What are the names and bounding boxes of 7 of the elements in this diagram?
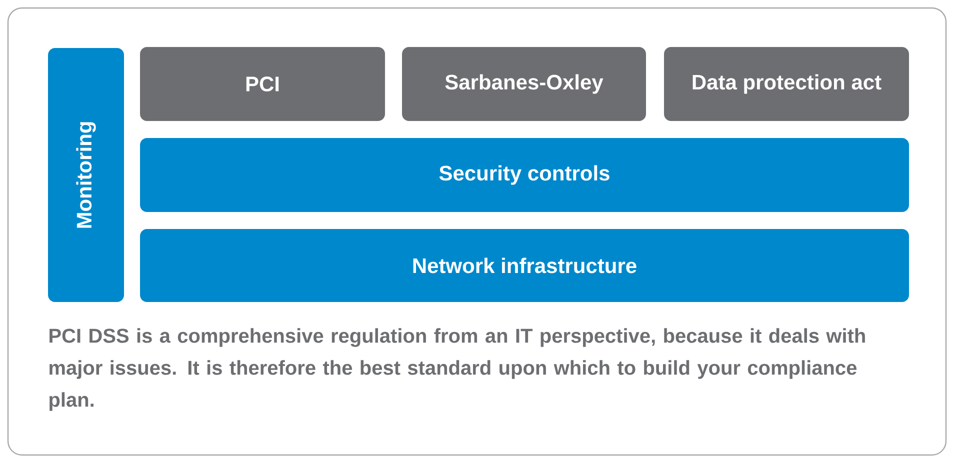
layer-box: Network infrastructure xyxy=(140,229,909,302)
side-bar: Monitoring xyxy=(48,48,124,302)
layer-box: Data protection act xyxy=(664,47,909,121)
layer-box: Security controls xyxy=(140,138,909,212)
layer-box: Sarbanes-Oxley xyxy=(402,47,646,121)
layer-box: PCI xyxy=(140,47,385,121)
caption: PCI DSS is a comprehensive regulation from an IT perspective, because it deals with major issues. It is therefore the best standard upon which to build your compliance plan. xyxy=(50,328,865,411)
